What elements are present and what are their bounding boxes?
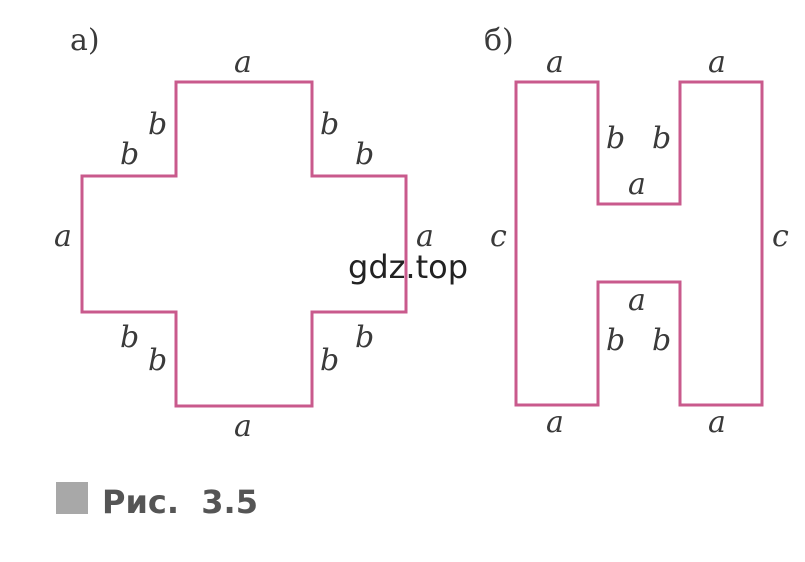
part-label-a: а): [70, 23, 100, 58]
cross-label-tr-horiz: b: [355, 137, 374, 172]
h-label-notch-bottom-right: b: [652, 323, 671, 358]
figure-caption: Рис. 3.5: [102, 483, 258, 521]
cross-label-br-vert: b: [320, 343, 339, 378]
h-label-bottom-left: a: [546, 405, 564, 440]
h-label-notch-bottom-left: b: [606, 323, 625, 358]
cross-label-bl-horiz: b: [120, 320, 139, 355]
watermark: gdz.top: [348, 248, 468, 286]
cross-label-tr-vert: b: [320, 107, 339, 142]
part-label-b: б): [484, 23, 514, 58]
h-label-top-left: a: [546, 45, 564, 80]
h-shape: [514, 80, 764, 407]
cross-label-tl-horiz: b: [120, 137, 139, 172]
h-label-notch-top-right: b: [652, 121, 671, 156]
cross-label-right: a: [416, 219, 434, 254]
cross-label-bl-vert: b: [148, 343, 167, 378]
h-label-bottom-right: a: [708, 405, 726, 440]
cross-shape: [80, 80, 408, 408]
h-label-top-right: a: [708, 45, 726, 80]
h-label-right: c: [772, 219, 789, 254]
cross-label-tl-vert: b: [148, 107, 167, 142]
h-label-notch-bottom-top: a: [628, 283, 646, 318]
h-label-notch-top-bottom: a: [628, 167, 646, 202]
cross-label-left: a: [54, 219, 72, 254]
cross-label-bottom: a: [234, 409, 252, 444]
cross-label-top: a: [234, 45, 252, 80]
h-label-notch-top-left: b: [606, 121, 625, 156]
caption-square: [56, 482, 88, 514]
cross-label-br-horiz: b: [355, 320, 374, 355]
h-label-left: c: [490, 219, 507, 254]
